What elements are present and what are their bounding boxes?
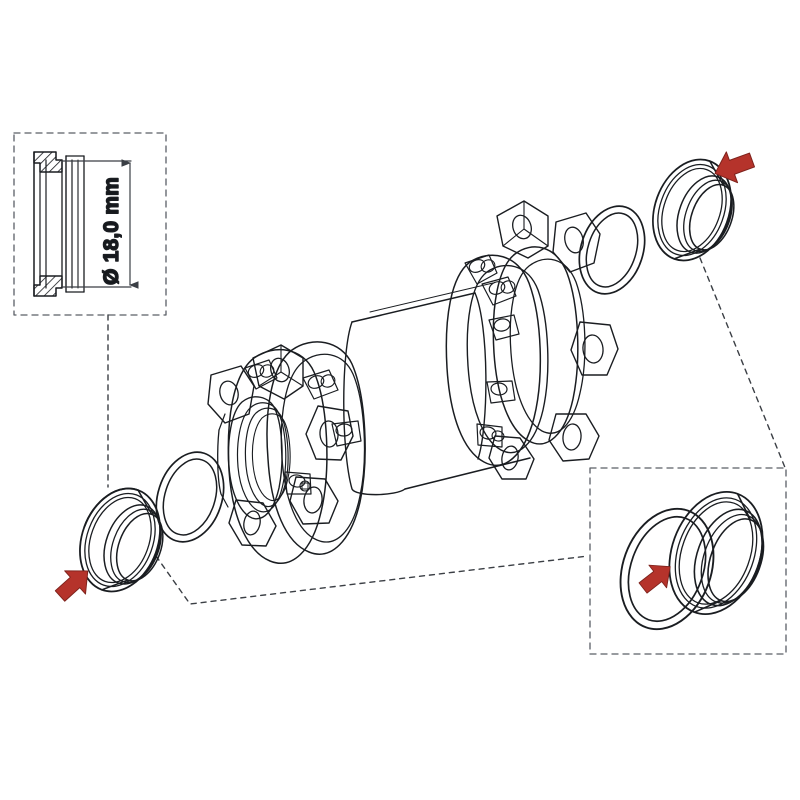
dimension-callout-group: Ø 18,0 mm: [13, 132, 167, 316]
detail-callout-box: [589, 467, 787, 655]
seal-ring-right: [652, 158, 735, 262]
disc-mount-lugs: [207, 344, 354, 547]
o-ring-detail: [619, 507, 715, 631]
leader-lines: [107, 257, 787, 605]
seal-ring-left: [79, 487, 164, 593]
flange-bolt-bosses-right: [464, 254, 520, 448]
dimension-label: Ø 18,0 mm: [100, 177, 123, 285]
hub-axle-barrel: [343, 282, 531, 496]
hub-shell: [207, 200, 619, 564]
detail-callout-group: [589, 467, 787, 655]
hub-bearing-bore-left: [217, 396, 291, 520]
flange-bolt-bosses-left: [244, 359, 362, 495]
dimension-lines: [61, 159, 139, 289]
flange-spoke-arms: [488, 200, 619, 480]
seal-cross-section: [33, 151, 85, 297]
leader-seal-to-detail: [155, 555, 589, 605]
leader-rightseal-to-detail: [699, 257, 787, 471]
hub-flange-right: [445, 200, 619, 480]
hub-flange-left: [207, 341, 366, 564]
arrow-top-right-icon: [708, 144, 759, 190]
o-ring-right: [578, 205, 646, 295]
o-ring-left: [155, 451, 225, 543]
